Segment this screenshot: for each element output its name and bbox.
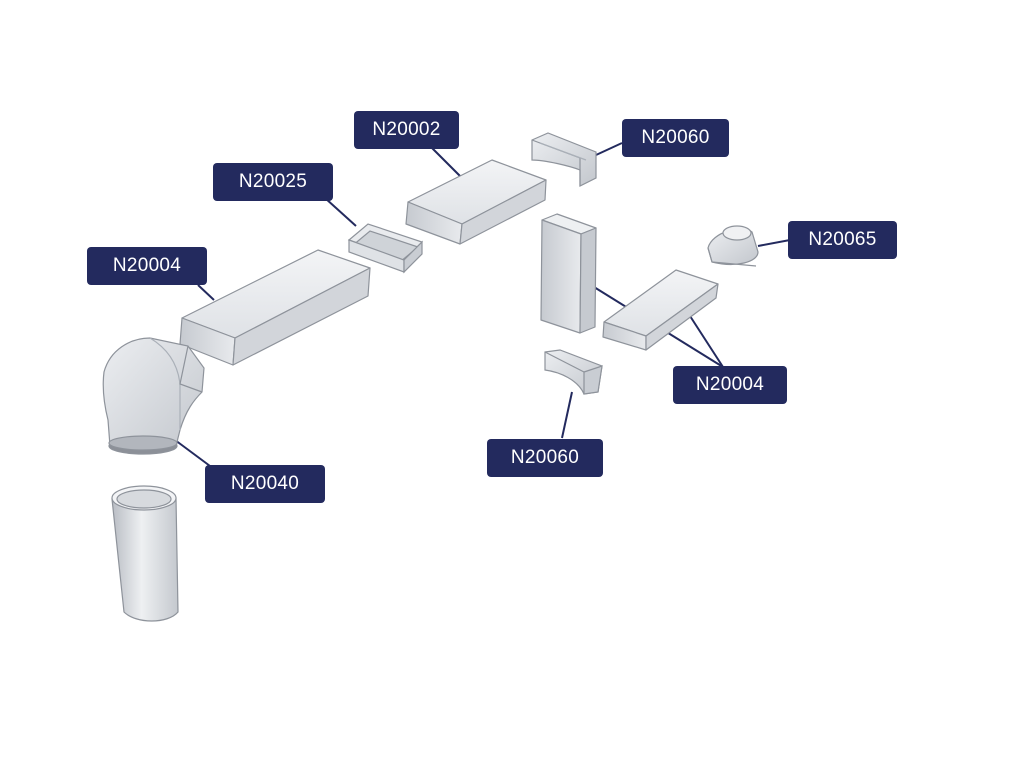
label-n20065: N20065 bbox=[788, 221, 897, 259]
leader-line-n20025 bbox=[324, 197, 357, 227]
flat-duct-right bbox=[602, 269, 719, 351]
flat-duct-long-left bbox=[179, 249, 371, 366]
leader-line-n20002 bbox=[431, 147, 463, 179]
label-n20060-bottom: N20060 bbox=[487, 439, 603, 477]
flat-elbow-bottom bbox=[544, 349, 603, 395]
round-pipe bbox=[111, 485, 179, 622]
leader-line-n20040 bbox=[174, 439, 211, 467]
label-n20004-right: N20004 bbox=[673, 366, 787, 404]
label-n20002: N20002 bbox=[354, 111, 459, 149]
leader-line-n20065 bbox=[757, 239, 791, 247]
flat-duct-vertical bbox=[540, 213, 597, 334]
flat-to-round-adapter bbox=[707, 225, 759, 267]
leader-line-n20004-right-b bbox=[689, 315, 724, 368]
label-n20040: N20040 bbox=[205, 465, 325, 503]
leader-line-n20004-left bbox=[197, 284, 215, 301]
flat-duct-connector bbox=[347, 223, 424, 274]
leader-line-n20060-top bbox=[595, 142, 623, 156]
leader-line-n20060-bottom bbox=[561, 391, 573, 439]
flat-elbow-top bbox=[531, 132, 597, 187]
flat-duct-top bbox=[405, 159, 547, 245]
label-n20004-left: N20004 bbox=[87, 247, 207, 285]
label-n20060-top: N20060 bbox=[622, 119, 729, 157]
round-elbow bbox=[102, 337, 205, 455]
label-n20025: N20025 bbox=[213, 163, 333, 201]
